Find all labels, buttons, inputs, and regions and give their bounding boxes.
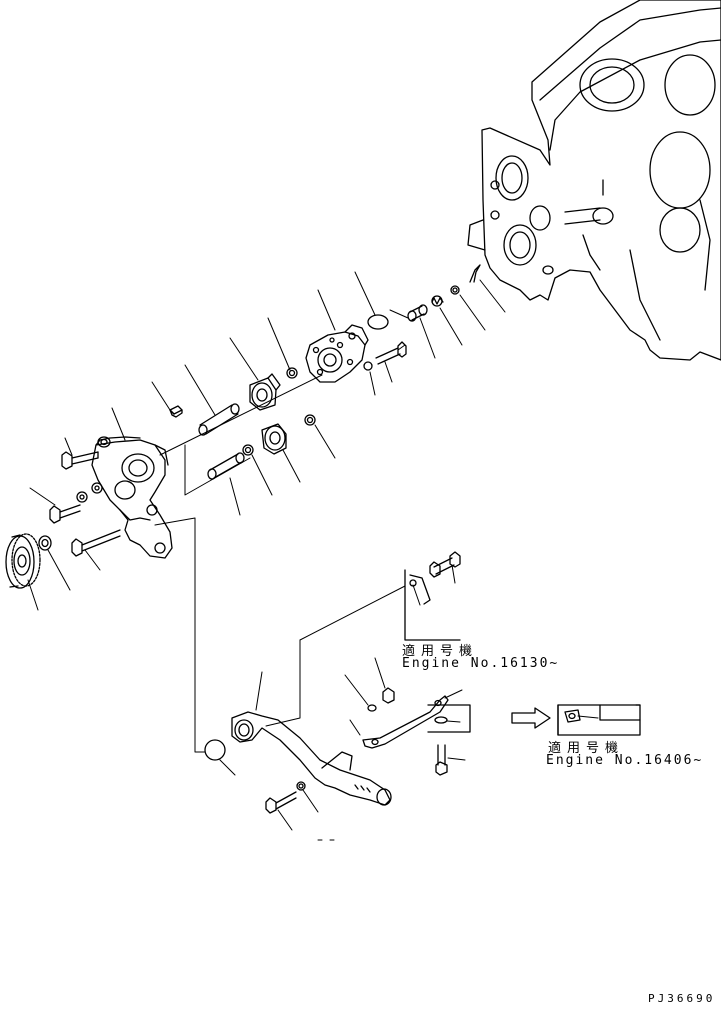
snap-pin bbox=[470, 265, 480, 282]
spring-seat bbox=[451, 286, 459, 294]
pipe-bracket bbox=[363, 696, 448, 748]
engine-number-note-2: Engine No.16406~ bbox=[546, 753, 704, 768]
engine-block bbox=[468, 0, 721, 360]
washer-2 bbox=[92, 483, 102, 493]
detail-bracket-2 bbox=[428, 705, 640, 735]
bracket-nut bbox=[383, 688, 394, 703]
suction-pipe bbox=[232, 712, 391, 805]
assembly-lines bbox=[155, 310, 408, 752]
relief-valve bbox=[408, 305, 427, 321]
driven-rotor bbox=[262, 424, 286, 454]
drawing-code: PJ36690 bbox=[648, 992, 716, 1005]
arrow-icon bbox=[512, 708, 550, 728]
relief-cap bbox=[368, 315, 388, 329]
collar bbox=[39, 536, 51, 550]
dowel-pin bbox=[170, 406, 182, 417]
pump-cover bbox=[306, 325, 368, 382]
drive-rotor bbox=[250, 374, 280, 410]
shaft-2 bbox=[208, 453, 244, 479]
applicable-note-jp-1: 適用号機 bbox=[402, 644, 479, 659]
bolt-2 bbox=[50, 505, 80, 523]
bushing-2 bbox=[243, 445, 253, 455]
applicable-note-jp-2: 適用号機 bbox=[548, 741, 625, 756]
leader-lines bbox=[28, 272, 598, 840]
bolt-1 bbox=[62, 452, 98, 469]
bracket-washer bbox=[368, 705, 376, 711]
pipe-bolt bbox=[266, 782, 305, 813]
bracket-bolt bbox=[436, 745, 447, 775]
washer-1 bbox=[77, 492, 87, 502]
oil-pump-body bbox=[92, 437, 172, 558]
cover-bolt bbox=[364, 342, 406, 370]
engine-number-note-1: Engine No.16130~ bbox=[402, 656, 560, 671]
drive-gear bbox=[6, 534, 40, 588]
bolt-3 bbox=[72, 530, 120, 556]
oring bbox=[205, 740, 225, 760]
bushing-1 bbox=[287, 368, 297, 378]
valve-spring bbox=[432, 296, 443, 306]
detail-bracket-1 bbox=[405, 552, 460, 640]
bushing-3 bbox=[305, 415, 315, 425]
